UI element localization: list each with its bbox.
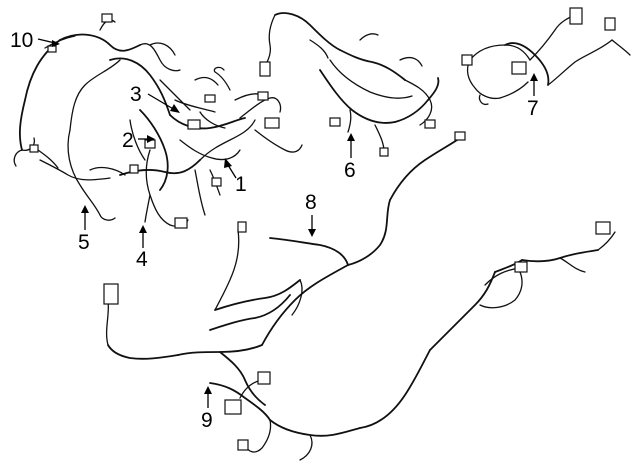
engine-harness [109,42,303,229]
harness-10-loop [13,13,181,221]
callout-leaders [37,38,538,408]
harness-9 [209,221,616,461]
callout-8: 8 [305,191,317,214]
callout-4: 4 [136,248,148,271]
callout-6: 6 [344,159,356,182]
harness-6 [259,12,440,157]
callout-2: 2 [122,129,134,152]
callout-10: 10 [10,29,34,52]
callout-9: 9 [201,409,213,432]
harness-8 [103,131,466,406]
callout-7: 7 [527,97,539,120]
callout-5: 5 [78,231,90,254]
harness-7 [461,7,631,106]
callout-3: 3 [130,83,142,106]
callout-1: 1 [235,173,247,196]
